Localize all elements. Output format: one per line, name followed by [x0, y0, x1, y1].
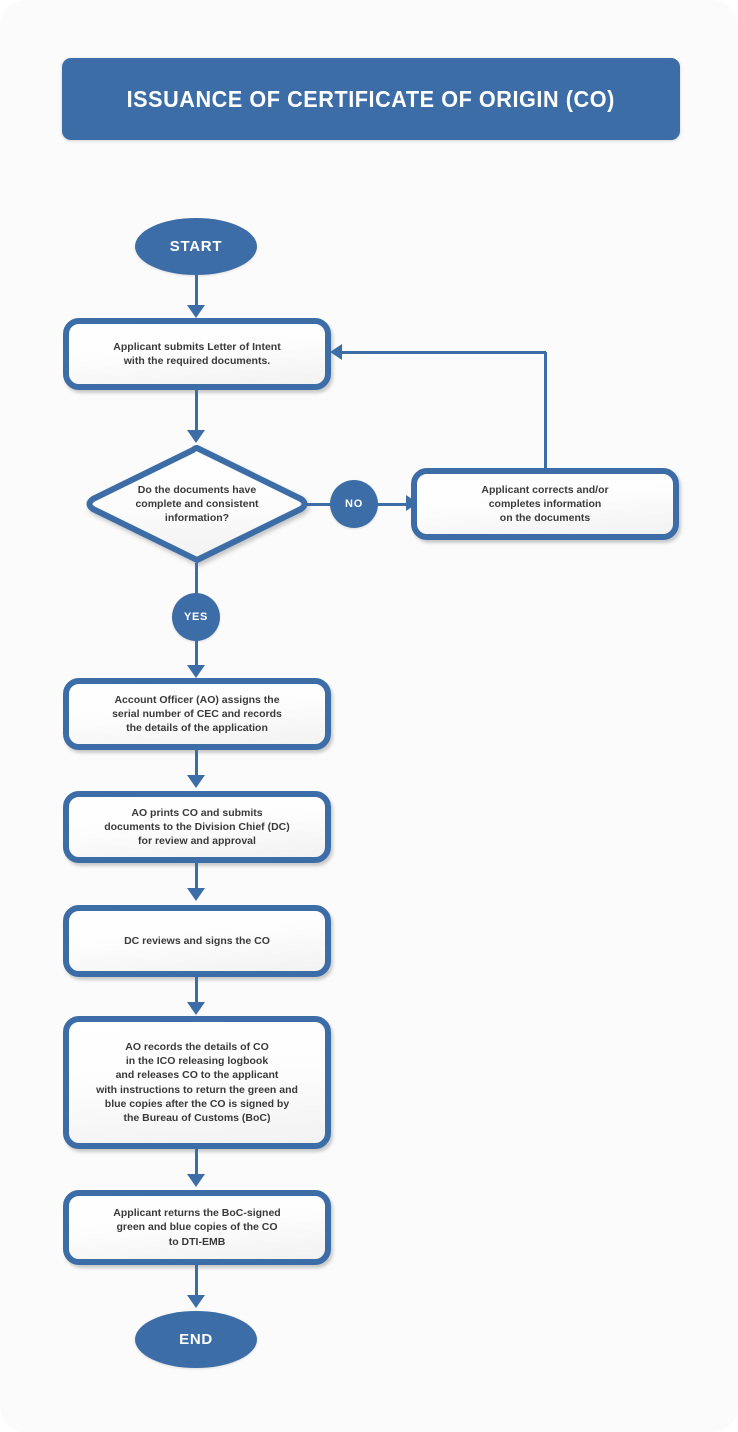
node-step4: DC reviews and signs the CO [63, 905, 331, 977]
node-start-label: START [169, 238, 223, 255]
connector-step3-to-step4 [195, 863, 198, 891]
node-correct-documents-label: Applicant corrects and/or completes info… [481, 483, 609, 525]
connector-step4-to-step5 [195, 977, 198, 1005]
node-step6-label: Applicant returns the BoC-signed green a… [113, 1207, 281, 1248]
connector-start-to-step1 [195, 275, 198, 308]
branch-label-no: NO [330, 480, 378, 528]
arrowhead-step6-to-end [187, 1295, 205, 1308]
connector-decision-to-no [305, 503, 333, 506]
connector-step6-to-end [195, 1265, 198, 1298]
arrowhead-step5-to-step6 [187, 1174, 205, 1187]
branch-label-yes: YES [172, 593, 220, 641]
node-step4-label: DC reviews and signs the CO [124, 934, 270, 947]
node-step5: AO records the details of CO in the ICO … [63, 1016, 331, 1149]
node-end-label: END [179, 1331, 213, 1348]
branch-label-no-text: NO [345, 498, 363, 510]
branch-label-yes-text: YES [183, 611, 209, 623]
node-decision-label: Do the documents have complete and consi… [135, 483, 259, 525]
node-start: START [135, 218, 257, 275]
connector-loopback-vertical [544, 352, 547, 470]
page-title: ISSUANCE OF CERTIFICATE OF ORIGIN (CO) [126, 85, 616, 112]
node-step1-label: Applicant submits Letter of Intent with … [113, 340, 281, 367]
node-step3: AO prints CO and submits documents to th… [63, 791, 331, 863]
arrowhead-step3-to-step4 [187, 888, 205, 901]
decision-diamond-shape [86, 445, 308, 563]
connector-step5-to-step6 [195, 1149, 198, 1177]
node-step1: Applicant submits Letter of Intent with … [63, 318, 331, 390]
arrowhead-yes-to-step2 [187, 665, 205, 678]
node-step2: Account Officer (AO) assigns the serial … [63, 678, 331, 750]
node-end: END [135, 1311, 257, 1368]
connector-step2-to-step3 [195, 750, 198, 778]
node-correct-documents: Applicant corrects and/or completes info… [411, 468, 679, 540]
page-title-banner: ISSUANCE OF CERTIFICATE OF ORIGIN (CO) [62, 58, 680, 140]
connector-yes-to-step2 [195, 640, 198, 668]
connector-loopback-horizontal [341, 351, 546, 354]
arrowhead-step2-to-step3 [187, 775, 205, 788]
node-step6: Applicant returns the BoC-signed green a… [63, 1190, 331, 1265]
connector-decision-to-yes [195, 563, 198, 594]
connector-no-to-correct-box [377, 503, 410, 506]
arrowhead-loopback-to-step1 [330, 344, 342, 360]
arrowhead-start-to-step1 [187, 305, 205, 318]
arrowhead-step4-to-step5 [187, 1002, 205, 1015]
arrowhead-step1-to-decision [187, 430, 205, 443]
node-step5-label: AO records the details of CO in the ICO … [96, 1040, 298, 1124]
node-decision: Do the documents have complete and consi… [82, 443, 312, 565]
node-step2-label: Account Officer (AO) assigns the serial … [112, 693, 282, 735]
node-step3-label: AO prints CO and submits documents to th… [104, 806, 290, 848]
connector-step1-to-decision [195, 390, 198, 433]
